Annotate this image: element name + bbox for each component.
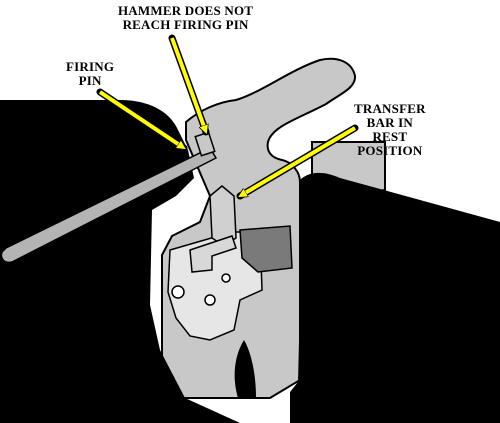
pivot-pin	[204, 294, 216, 306]
frame-left	[0, 100, 240, 423]
label-hammer-line2: REACH FIRING PIN	[122, 17, 249, 32]
label-transfer-bar-line3: REST	[372, 129, 408, 144]
transfer-bar	[209, 185, 237, 247]
label-firing-pin: FIRING PIN	[66, 60, 114, 88]
trigger-part	[239, 225, 293, 273]
label-firing-pin-line2: PIN	[78, 73, 102, 88]
frame-right	[290, 172, 500, 423]
pivot-pin	[221, 273, 231, 283]
label-transfer-bar-line4: POSITION	[357, 143, 423, 158]
label-firing-pin-line1: FIRING	[66, 59, 115, 74]
firing-pin	[0, 147, 218, 264]
pivot-pin	[171, 285, 185, 299]
label-transfer-bar-line2: BAR IN	[366, 115, 414, 130]
label-transfer-bar: TRANSFER BAR IN REST POSITION	[354, 102, 426, 158]
pawl-lever	[189, 235, 237, 273]
label-transfer-bar-line1: TRANSFER	[354, 101, 426, 116]
spring-slot	[234, 340, 256, 398]
label-hammer-line1: HAMMER DOES NOT	[118, 3, 254, 18]
label-hammer: HAMMER DOES NOT REACH FIRING PIN	[118, 4, 253, 32]
